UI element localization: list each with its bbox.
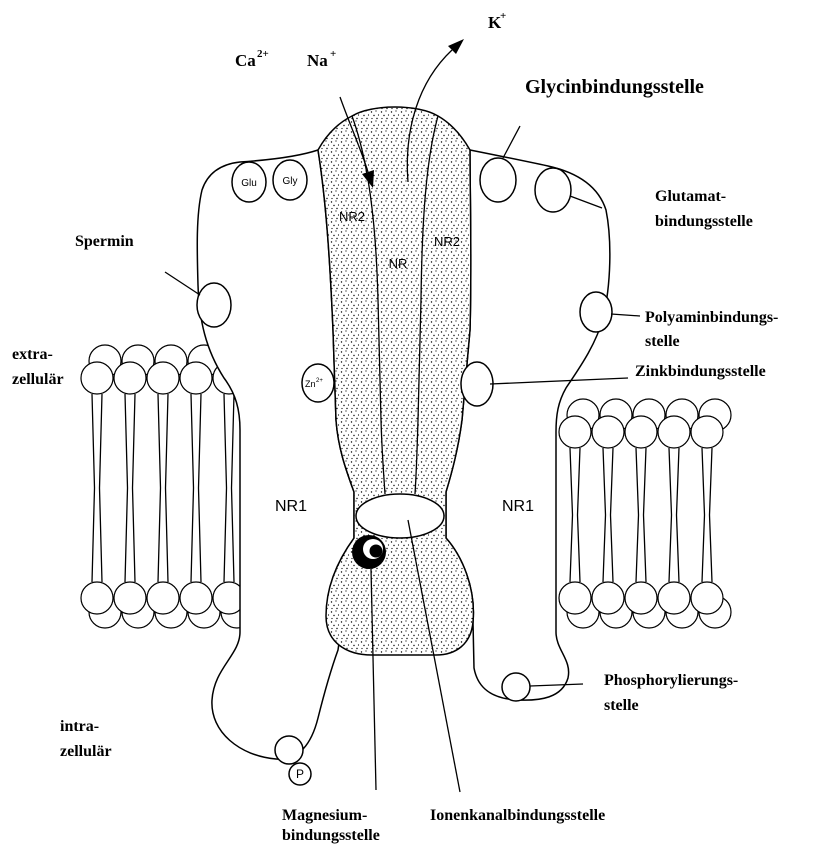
- lipid-head: [559, 416, 591, 448]
- glutamat-site-label-line1: Glutamat-: [655, 188, 726, 205]
- glutamat-site-label-line2: bindungsstelle: [655, 213, 753, 230]
- glu-site-text: Glu: [241, 178, 257, 189]
- ion-channel-pore: [356, 494, 444, 538]
- nr2-right-label: NR2: [434, 234, 460, 249]
- lipid-head: [147, 362, 179, 394]
- intracellular-label-line1: intra-: [60, 718, 99, 735]
- glycin-site-lobe: [480, 158, 516, 202]
- phospho-site-label-line1: Phosphorylierungs-: [604, 672, 738, 689]
- lipid-tail: [570, 448, 580, 582]
- lipid-head: [180, 362, 212, 394]
- lipid-head: [114, 582, 146, 614]
- spermin-site-lobe: [197, 283, 231, 327]
- lipid-head: [625, 416, 657, 448]
- glycin-leader: [503, 126, 520, 158]
- lipid-tail: [125, 394, 135, 582]
- lipid-head: [180, 582, 212, 614]
- lipid-tail: [702, 448, 712, 582]
- gly-site-text: Gly: [283, 176, 298, 187]
- magnesium-ion-core: [370, 545, 383, 558]
- lipid-head: [81, 582, 113, 614]
- lipid-tail: [224, 394, 234, 582]
- potassium-charge: +: [500, 10, 506, 22]
- spermin-leader: [165, 272, 200, 295]
- glycin-site-label: Glycinbindungsstelle: [525, 76, 704, 98]
- channel-nr-nr2-region: [318, 107, 473, 655]
- lipid-head: [658, 582, 690, 614]
- lipid-head: [114, 362, 146, 394]
- sodium-symbol: Na: [307, 51, 328, 70]
- lipid-head: [592, 582, 624, 614]
- nr2-left-label: NR2: [339, 209, 365, 224]
- nr1-left-label: NR1: [275, 498, 307, 515]
- glutamat-site-lobe: [535, 168, 571, 212]
- lipid-head: [658, 416, 690, 448]
- phospho-site-label-line2: stelle: [604, 697, 639, 714]
- zn-site-charge: 2+: [316, 378, 323, 384]
- phosphorylation-site-right: [502, 673, 530, 701]
- ionenkanal-site-label: Ionenkanalbindungsstelle: [430, 807, 605, 824]
- polyamin-site-label-line2: stelle: [645, 333, 680, 350]
- calcium-symbol: Ca: [235, 51, 256, 70]
- extracellular-label-line1: extra-: [12, 346, 53, 363]
- lipid-bilayer-right: [559, 399, 731, 628]
- zn-site-symbol: Zn: [305, 379, 316, 389]
- sodium-charge: +: [330, 48, 336, 60]
- lipid-head: [691, 582, 723, 614]
- polyamin-site-label-line1: Polyaminbindungs-: [645, 309, 778, 326]
- lipid-tail: [191, 394, 201, 582]
- lipid-head: [691, 416, 723, 448]
- calcium-charge: 2+: [257, 48, 269, 60]
- lipid-head: [559, 582, 591, 614]
- extracellular-label-line2: zellulär: [12, 371, 64, 388]
- polyamin-site-lobe: [580, 292, 612, 332]
- intracellular-label-line2: zellulär: [60, 743, 112, 760]
- lipid-tail: [669, 448, 679, 582]
- zink-site-label: Zinkbindungsstelle: [635, 363, 766, 380]
- magnesium-ion: [352, 535, 386, 569]
- lipid-tail: [92, 394, 102, 582]
- phosphate-badge-text: P: [296, 767, 304, 781]
- spermin-label: Spermin: [75, 233, 134, 250]
- lipid-head: [625, 582, 657, 614]
- lipid-head: [592, 416, 624, 448]
- zink-site-lobe: [461, 362, 493, 406]
- magnesium-site-label-line1: Magnesium-: [282, 807, 367, 824]
- phosphorylation-site-left: [275, 736, 303, 764]
- nr-center-label: NR: [389, 256, 408, 271]
- magnesium-site-label-line2: bindungsstelle: [282, 827, 380, 844]
- lipid-bilayer-left: [81, 345, 253, 628]
- lipid-head: [81, 362, 113, 394]
- lipid-tail: [603, 448, 613, 582]
- lipid-tail: [636, 448, 646, 582]
- nr1-right-label: NR1: [502, 498, 534, 515]
- polyamin-leader: [611, 314, 640, 316]
- lipid-tail: [158, 394, 168, 582]
- lipid-head: [147, 582, 179, 614]
